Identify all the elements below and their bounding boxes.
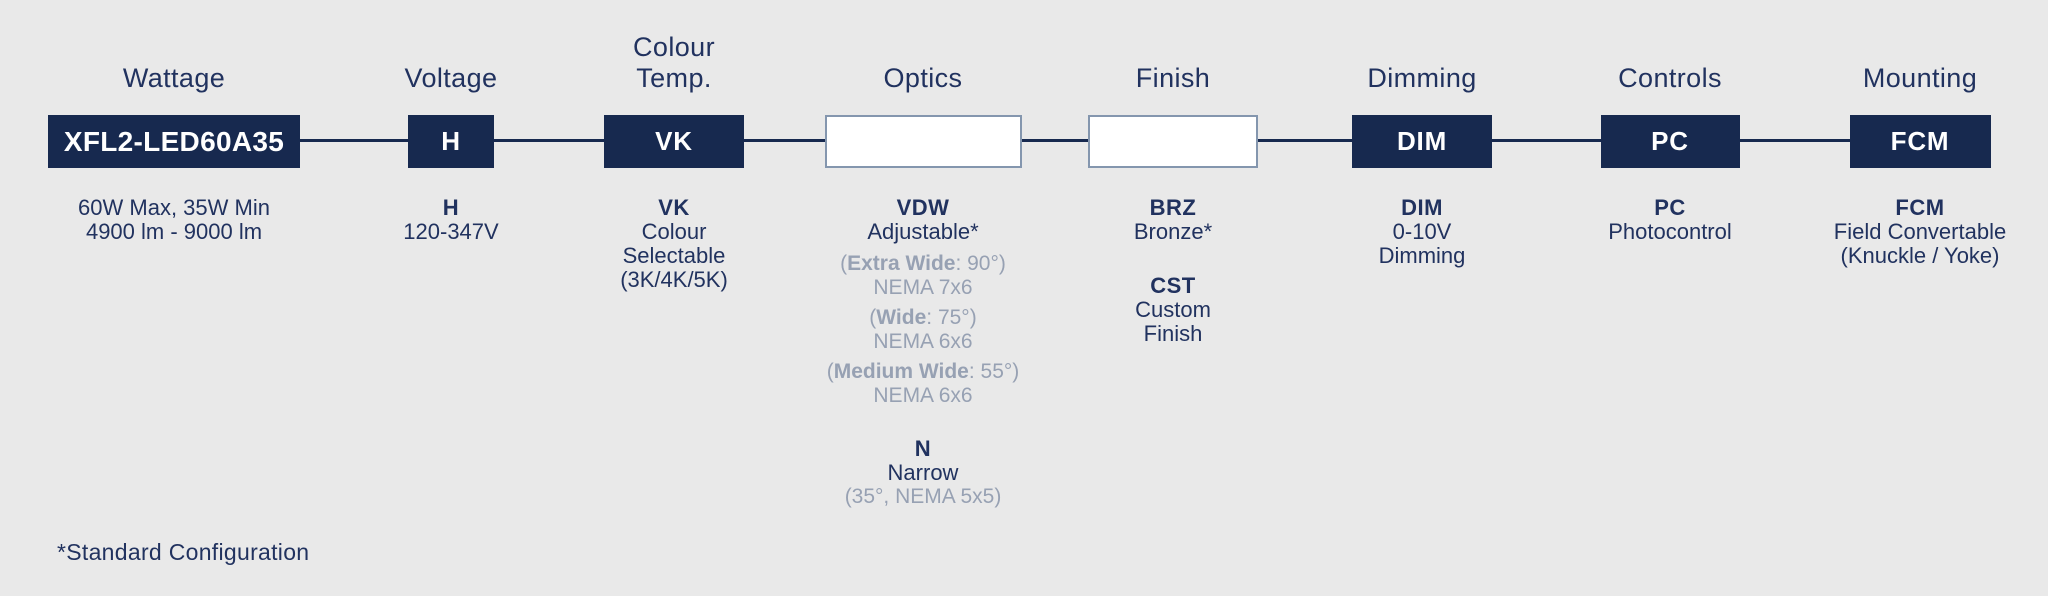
wattage-code-label: XFL2-LED60A35 [63, 125, 285, 157]
column-header-colour-temp: Colour Temp. [584, 0, 764, 115]
spec-bold: Extra Wide [847, 252, 956, 275]
spec-pre: ( [826, 360, 834, 383]
mounting-code-box: FCM [1849, 115, 1991, 168]
option-name: Narrow [887, 460, 959, 485]
option-name: Bronze* [1133, 219, 1213, 244]
finish-empty-box [1088, 115, 1258, 168]
standard-configuration-footnote: *Standard Configuration [57, 539, 310, 565]
controls-code-label: PC [1651, 126, 1689, 156]
optics-nema-line: NEMA 7x6 [873, 276, 973, 299]
option-name: Custom Finish [1135, 297, 1211, 346]
optics-nema-line: NEMA 6x6 [873, 384, 973, 407]
finish-option-brz: BRZ Bronze* [1073, 196, 1273, 244]
mounting-code-label: FCM [1890, 126, 1950, 156]
spec-bold: Wide [876, 306, 927, 329]
colour-temp-details: VK Colour Selectable (3K/4K/5K) [584, 196, 764, 292]
column-header-dimming: Dimming [1332, 0, 1512, 115]
option-note: (3K/4K/5K) [620, 267, 728, 292]
optics-spec-line: (Medium Wide: 55°) [783, 360, 1063, 384]
column-header-label: Mounting [1862, 63, 1978, 93]
column-header-wattage: Wattage [24, 0, 324, 115]
spec-post: : 90°) [955, 252, 1006, 275]
spec-post: : 55°) [968, 360, 1020, 383]
column-mounting: Mounting FCM FCM Field Convertable (Knuc… [1800, 0, 2040, 268]
optics-spec-group: (Extra Wide: 90°) NEMA 7x6 [783, 252, 1063, 300]
finish-details: BRZ Bronze* CST Custom Finish [1073, 196, 1273, 346]
column-header-label: Dimming [1367, 63, 1477, 93]
column-header-label: Wattage [122, 63, 226, 93]
optics-spec-group: (Wide: 75°) NEMA 6x6 [783, 306, 1063, 354]
option-code: DIM [1401, 195, 1443, 220]
option-name: 0-10V Dimming [1378, 219, 1466, 268]
option-code: N [914, 436, 932, 461]
option-code: FCM [1895, 195, 1945, 220]
dimming-details: DIM 0-10V Dimming [1332, 196, 1512, 268]
column-controls: Controls PC PC Photocontrol [1560, 0, 1780, 244]
option-code: VDW [896, 195, 950, 220]
optics-empty-box [824, 115, 1022, 168]
wattage-code-box: XFL2-LED60A35 [48, 115, 300, 168]
option-name: Field Convertable [1833, 219, 2007, 244]
optics-nema-line: NEMA 6x6 [873, 330, 973, 353]
column-header-label: Optics [883, 63, 963, 93]
option-code: H [442, 195, 460, 220]
wattage-detail-line: 4900 lm - 9000 lm [85, 219, 263, 244]
column-header-voltage: Voltage [351, 0, 551, 115]
spec-bold: Medium Wide [833, 360, 969, 383]
voltage-code-label: H [441, 126, 461, 156]
option-code: PC [1654, 195, 1686, 220]
column-voltage: Voltage H H 120-347V [351, 0, 551, 244]
column-header-finish: Finish [1073, 0, 1273, 115]
dimming-code-box: DIM [1352, 115, 1492, 168]
optics-spec-line: (Extra Wide: 90°) [783, 252, 1063, 276]
optics-spec-line: (Wide: 75°) [783, 306, 1063, 330]
column-header-label: Finish [1135, 63, 1211, 93]
colour-temp-code-label: VK [655, 126, 693, 156]
option-name: Colour Selectable [622, 219, 726, 268]
spec-post: : 75°) [926, 306, 977, 329]
column-header-controls: Controls [1560, 0, 1780, 115]
mounting-details: FCM Field Convertable (Knuckle / Yoke) [1800, 196, 2040, 268]
colour-temp-code-box: VK [604, 115, 744, 168]
optics-option-narrow: N Narrow (35°, NEMA 5x5) [783, 437, 1063, 509]
column-header-optics: Optics [783, 0, 1063, 115]
spec-pre: ( [869, 306, 877, 329]
voltage-code-box: H [408, 115, 494, 168]
option-note: (Knuckle / Yoke) [1840, 243, 2000, 268]
dimming-code-label: DIM [1396, 126, 1448, 156]
spec-pre: ( [840, 252, 848, 275]
column-dimming: Dimming DIM DIM 0-10V Dimming [1332, 0, 1512, 268]
option-code: BRZ [1149, 195, 1197, 220]
finish-option-cst: CST Custom Finish [1073, 274, 1273, 346]
column-header-label: Colour Temp. [633, 32, 715, 93]
column-colour-temp: Colour Temp. VK VK Colour Selectable (3K… [584, 0, 764, 292]
controls-details: PC Photocontrol [1560, 196, 1780, 244]
optics-spec-group: (Medium Wide: 55°) NEMA 6x6 [783, 360, 1063, 408]
controls-code-box: PC [1600, 115, 1740, 168]
column-header-label: Controls [1618, 63, 1722, 93]
wattage-detail-line: 60W Max, 35W Min [78, 195, 270, 220]
option-name: Adjustable* [867, 219, 979, 244]
option-note: (35°, NEMA 5x5) [844, 485, 1002, 508]
option-name: 120-347V [403, 219, 499, 244]
column-optics: Optics VDW Adjustable* (Extra Wide: 90°)… [783, 0, 1063, 509]
column-header-label: Voltage [404, 63, 498, 93]
column-finish: Finish BRZ Bronze* CST Custom Finish [1073, 0, 1273, 346]
option-name: Photocontrol [1608, 219, 1732, 244]
option-code: CST [1150, 273, 1196, 298]
column-header-mounting: Mounting [1800, 0, 2040, 115]
voltage-details: H 120-347V [351, 196, 551, 244]
column-wattage: Wattage XFL2-LED60A35 60W Max, 35W Min 4… [24, 0, 324, 244]
option-code: VK [658, 195, 690, 220]
optics-details: VDW Adjustable* (Extra Wide: 90°) NEMA 7… [783, 196, 1063, 509]
wattage-details: 60W Max, 35W Min 4900 lm - 9000 lm [24, 196, 324, 244]
